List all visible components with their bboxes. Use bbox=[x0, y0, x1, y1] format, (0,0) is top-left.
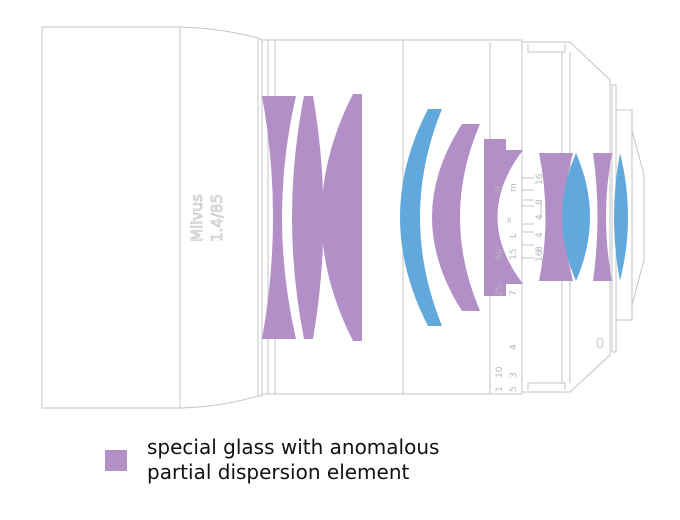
scale-mark: L bbox=[509, 233, 519, 238]
infinity-mark: ∞ bbox=[505, 217, 515, 225]
element-9-special-glass bbox=[593, 153, 612, 281]
scale-mark: 15 bbox=[509, 249, 519, 260]
distance-scale: ft m ∞ L 50 15 25 7 4 10 3 1 5 16 8 4 4 … bbox=[495, 173, 545, 392]
scale-mark: 50 bbox=[495, 248, 505, 260]
dof-mark: 4 bbox=[535, 214, 545, 220]
dof-mark: 16 bbox=[535, 173, 545, 185]
element-10-blue bbox=[614, 153, 628, 281]
scale-unit: m bbox=[509, 183, 519, 192]
scale-mark: 4 bbox=[509, 344, 519, 350]
legend: special glass with anomalous partial dis… bbox=[105, 435, 439, 485]
lens-elements bbox=[262, 94, 628, 341]
scale-mark: 7 bbox=[509, 290, 519, 296]
element-8-blue bbox=[562, 153, 590, 281]
scale-mark: ft bbox=[495, 185, 505, 192]
scale-mark: 25 bbox=[495, 285, 505, 296]
dof-mark: 16 bbox=[535, 250, 545, 262]
lens-spec: 1.4/85 bbox=[208, 194, 226, 242]
legend-label: special glass with anomalous partial dis… bbox=[147, 435, 439, 485]
scale-mark: 10 bbox=[495, 366, 505, 378]
legend-swatch-special-glass bbox=[105, 449, 127, 471]
lens-name-label: Milvus 1.4/85 bbox=[188, 194, 227, 243]
dof-mark: 8 bbox=[535, 199, 545, 205]
element-2-special-glass bbox=[292, 96, 324, 339]
dof-mark: 8 bbox=[535, 246, 545, 252]
legend-label-line1: special glass with anomalous bbox=[147, 435, 440, 459]
legend-label-line2: partial dispersion element bbox=[147, 460, 410, 484]
element-5-special-glass bbox=[432, 124, 480, 311]
scale-mark: 3 bbox=[509, 372, 519, 378]
scale-mark: 5 bbox=[509, 386, 519, 392]
element-6-special-glass bbox=[484, 139, 523, 296]
element-4-blue bbox=[400, 109, 442, 326]
element-3-special-glass bbox=[321, 94, 362, 341]
dof-mark: 4 bbox=[535, 232, 545, 238]
element-1-special-glass bbox=[262, 96, 296, 339]
lens-name: Milvus bbox=[188, 194, 206, 242]
element-7-special-glass bbox=[539, 153, 573, 281]
scale-mark: 1 bbox=[495, 386, 505, 392]
